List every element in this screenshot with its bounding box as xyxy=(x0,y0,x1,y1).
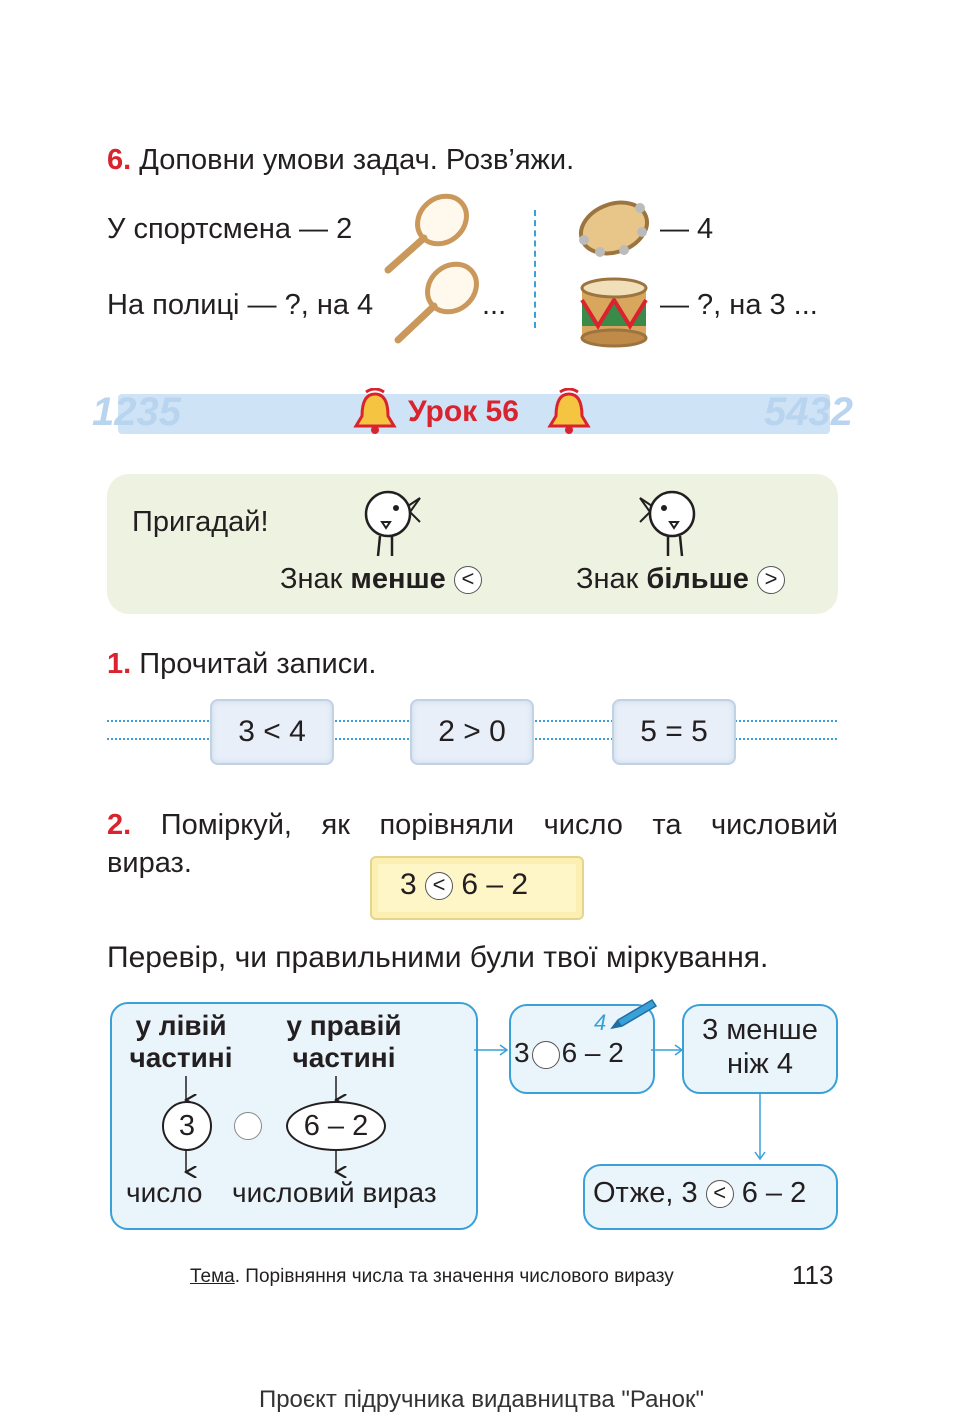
pencil-icon xyxy=(610,998,658,1030)
right-part-label: у правій частині xyxy=(276,1010,412,1074)
task6-right-line1: — 4 xyxy=(660,213,714,245)
bell-icon xyxy=(547,388,591,434)
task2-number: 2. xyxy=(107,809,132,841)
project-note: Проєкт підручника видавництва "Ранок" xyxy=(258,1386,705,1413)
result-text: Отже, 3 < 6 – 2 xyxy=(593,1176,806,1210)
empty-compare-circle xyxy=(234,1112,262,1140)
more-sign: > xyxy=(757,566,785,595)
task6-right-line2: — ?, на 3 ... xyxy=(660,289,818,321)
record-pillow: 2 > 0 xyxy=(410,699,534,765)
less-sign-label: Знак менше < xyxy=(280,562,482,596)
diagram-arrows xyxy=(110,1076,474,1226)
mid-empty-circle xyxy=(531,1040,560,1069)
compare-text: 3 менше ніж 4 xyxy=(682,1013,838,1081)
arrow-down-icon xyxy=(754,1092,766,1161)
more-prefix: Знак xyxy=(576,563,647,595)
topic-text: . Порівняння числа та значення числового… xyxy=(234,1266,674,1287)
mid-expression: 3 6 – 2 xyxy=(514,1036,624,1070)
check-text: Перевір, чи правильними були твої міркув… xyxy=(107,941,769,974)
bell-icon xyxy=(353,388,397,434)
racket-icon xyxy=(384,193,469,274)
expr-left: 3 xyxy=(400,868,417,901)
less-prefix: Знак xyxy=(280,563,351,595)
compare-l2: ніж 4 xyxy=(726,1048,794,1080)
topic-line: Тема. Порівняння числа та значення число… xyxy=(190,1266,674,1288)
task2-text-line2: вираз. xyxy=(107,847,192,879)
task6-number: 6. xyxy=(107,144,132,176)
left-part-l1: у лівій xyxy=(135,1010,227,1041)
task1-heading: 1. Прочитай записи. xyxy=(107,647,376,681)
oval-expression: 6 – 2 xyxy=(286,1101,386,1151)
task2-heading: 2. Поміркуй, як порівняли число та число… xyxy=(107,808,838,842)
task1-text: Прочитай записи. xyxy=(139,648,377,680)
bird-left-icon xyxy=(364,490,421,557)
tambourine-icon xyxy=(579,200,649,257)
task6-divider xyxy=(534,210,536,328)
right-part-l2: частині xyxy=(292,1042,396,1073)
task2-text-line1: Поміркуй, як порівняли число та числовий xyxy=(160,809,838,841)
mid-note: 4 xyxy=(594,1010,607,1035)
result-prefix: Отже, 3 xyxy=(593,1177,698,1209)
expr-sign: < xyxy=(425,872,454,901)
result-box xyxy=(583,1164,838,1230)
record-pillow: 5 = 5 xyxy=(612,699,736,765)
result-suffix: 6 – 2 xyxy=(741,1177,807,1209)
task6-left-line2: На полиці — ?, на 4 xyxy=(107,289,374,321)
label-expression: числовий вираз xyxy=(232,1177,437,1208)
record-pillow: 3 < 4 xyxy=(210,699,334,765)
oval-number: 3 xyxy=(162,1101,212,1151)
drum-icon xyxy=(580,277,648,348)
expression-scroll xyxy=(370,856,584,920)
label-number: число xyxy=(126,1177,203,1208)
less-sign: < xyxy=(453,566,482,595)
remember-title: Пригадай! xyxy=(132,506,269,538)
more-word: більше xyxy=(646,563,749,595)
task6-text: Доповни умови задач. Розв’яжи. xyxy=(139,144,575,176)
lesson-banner xyxy=(118,394,830,434)
banner-deco-left: 1235 xyxy=(92,390,181,434)
left-part-label: у лівій частині xyxy=(122,1010,240,1074)
task6-heading: 6. Доповни умови задач. Розв’яжи. xyxy=(107,143,574,177)
topic-label: Тема xyxy=(190,1266,235,1287)
racket-icon xyxy=(394,261,479,344)
arrow-right-icon xyxy=(474,1044,509,1056)
compare-box xyxy=(682,1004,838,1094)
task6-left-ellipsis: ... xyxy=(482,289,507,321)
banner-deco-right: 5432 xyxy=(764,390,853,434)
task1-number: 1. xyxy=(107,648,132,680)
right-part-l1: у правій xyxy=(286,1010,402,1041)
result-sign: < xyxy=(705,1180,734,1209)
mid-expr-right: 6 – 2 xyxy=(561,1037,624,1068)
compare-l1: 3 менше xyxy=(702,1014,818,1046)
page-number: 113 xyxy=(792,1260,834,1290)
left-part-l2: частині xyxy=(129,1042,233,1073)
less-word: менше xyxy=(350,563,446,595)
bird-right-icon xyxy=(639,490,696,557)
mid-expr-left: 3 xyxy=(514,1037,530,1068)
arrow-right-icon xyxy=(651,1044,684,1056)
expression: 3 < 6 – 2 xyxy=(400,868,528,902)
task6-left-line1: У спортсмена — 2 xyxy=(107,213,353,245)
more-sign-label: Знак більше > xyxy=(576,562,785,596)
lesson-title: Урок 56 xyxy=(408,395,519,428)
expr-right: 6 – 2 xyxy=(461,868,529,901)
